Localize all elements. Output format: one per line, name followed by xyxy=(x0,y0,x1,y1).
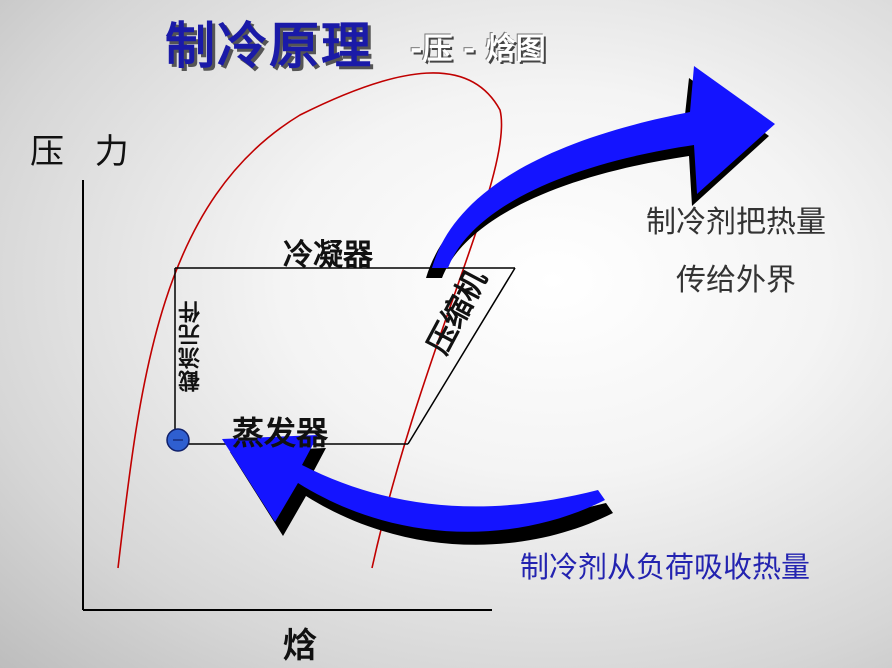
heat-absorb-annotation: 制冷剂从负荷吸收热量 xyxy=(520,550,811,584)
saturation-curve xyxy=(117,72,503,569)
throttle-label: 截流元件 xyxy=(179,300,204,392)
heat-release-line-1: 制冷剂把热量 xyxy=(646,205,826,240)
evaporator-label: 蒸发器 xyxy=(232,414,329,452)
page-subtitle: -压 - 焓图 xyxy=(410,32,546,67)
condenser-label: 冷凝器 xyxy=(283,238,373,273)
heat-release-arrow xyxy=(426,66,775,278)
heat-absorb-arrow xyxy=(222,435,613,545)
page-title: 制冷原理 xyxy=(165,17,373,75)
throttle-valve-dot-icon xyxy=(166,428,190,452)
x-axis-label: 焓 xyxy=(283,626,317,666)
y-axis-label: 压 力 xyxy=(30,132,139,172)
compressor-line xyxy=(407,267,516,445)
heat-release-annotation: 制冷剂把热量 传给外界 xyxy=(646,194,826,310)
heat-release-line-2: 传给外界 xyxy=(676,263,796,298)
